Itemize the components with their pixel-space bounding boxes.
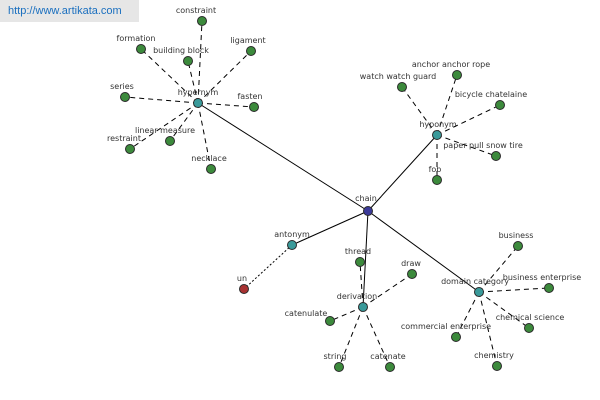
node-business[interactable]: [513, 241, 523, 251]
node-watch-watch-guard[interactable]: [397, 82, 407, 92]
edge-hypernym-fasten: [197, 102, 255, 108]
node-domain-category[interactable]: [474, 287, 484, 297]
label-catenulate[interactable]: catenulate: [285, 309, 328, 318]
label-catenate[interactable]: catenate: [370, 352, 405, 361]
edge-hypernym-constraint: [197, 20, 203, 104]
label-fob[interactable]: fob: [429, 165, 442, 174]
node-necklace[interactable]: [206, 164, 216, 174]
label-un[interactable]: un: [237, 274, 247, 283]
node-constraint[interactable]: [197, 16, 207, 26]
node-catenate[interactable]: [385, 362, 395, 372]
edge-hypernym-necklace: [197, 102, 212, 170]
edge-hyponym-paper-pull-snow-tire: [436, 134, 497, 157]
node-linear-measure[interactable]: [165, 136, 175, 146]
label-constraint[interactable]: constraint: [176, 6, 216, 15]
label-watch-watch-guard[interactable]: watch watch guard: [360, 72, 436, 81]
node-thread[interactable]: [355, 257, 365, 267]
source-url[interactable]: http://www.artikata.com: [0, 0, 139, 22]
label-linear-measure[interactable]: linear measure: [135, 126, 195, 135]
label-chemistry[interactable]: chemistry: [474, 351, 514, 360]
node-hypernym[interactable]: [193, 98, 203, 108]
label-antonym[interactable]: antonym: [274, 230, 310, 239]
label-building-block[interactable]: building block: [153, 46, 209, 55]
node-catenulate[interactable]: [325, 316, 335, 326]
node-un[interactable]: [239, 284, 249, 294]
label-necklace[interactable]: necklace: [191, 154, 227, 163]
edge-chain-derivation: [362, 210, 369, 308]
node-chemical-science[interactable]: [524, 323, 534, 333]
edge-chain-hypernym: [197, 102, 369, 212]
node-series[interactable]: [120, 92, 130, 102]
edge-chain-domain-category: [367, 210, 480, 293]
label-anchor-anchor-rope[interactable]: anchor anchor rope: [412, 60, 490, 69]
node-draw[interactable]: [407, 269, 417, 279]
node-ligament[interactable]: [246, 46, 256, 56]
edge-hypernym-series: [124, 96, 199, 104]
label-derivation[interactable]: derivation: [337, 292, 377, 301]
edge-derivation-draw: [362, 273, 413, 308]
node-anchor-anchor-rope[interactable]: [452, 70, 462, 80]
edge-derivation-catenulate: [329, 306, 364, 322]
edge-derivation-catenate: [362, 306, 391, 368]
edge-domain-category-business-enterprise: [478, 287, 550, 293]
node-building-block[interactable]: [183, 56, 193, 66]
node-business-enterprise[interactable]: [544, 283, 554, 293]
edge-hyponym-bicycle-chatelaine: [436, 104, 501, 136]
edge-hyponym-anchor-anchor-rope: [436, 74, 458, 136]
graph-labels: constraint formation building block ligamen…: [107, 6, 581, 361]
label-business-enterprise[interactable]: business enterprise: [503, 273, 582, 282]
label-chain[interactable]: chain: [355, 194, 377, 203]
node-string[interactable]: [334, 362, 344, 372]
label-fasten[interactable]: fasten: [237, 92, 262, 101]
node-chain[interactable]: [363, 206, 373, 216]
edge-chain-hyponym: [367, 134, 438, 212]
label-bicycle-chatelaine[interactable]: bicycle chatelaine: [455, 90, 527, 99]
edge-derivation-thread: [359, 261, 364, 308]
graph-edges: [124, 20, 550, 368]
label-chemical-science[interactable]: chemical science: [496, 313, 565, 322]
node-commercial-enterprise[interactable]: [451, 332, 461, 342]
label-formation[interactable]: formation: [117, 34, 156, 43]
label-string[interactable]: string: [324, 352, 347, 361]
node-paper-pull-snow-tire[interactable]: [491, 151, 501, 161]
edge-hypernym-restraint: [129, 102, 199, 150]
edge-hypernym-linear-measure: [169, 102, 199, 142]
node-derivation[interactable]: [358, 302, 368, 312]
edge-hyponym-watch-watch-guard: [401, 86, 438, 136]
node-restraint[interactable]: [125, 144, 135, 154]
node-antonym[interactable]: [287, 240, 297, 250]
node-chemistry[interactable]: [492, 361, 502, 371]
label-hypernym[interactable]: hypernym: [178, 88, 219, 97]
graph-nodes: [120, 16, 554, 372]
label-hyponym[interactable]: hyponym: [419, 120, 457, 129]
label-paper-pull-snow-tire[interactable]: paper pull snow tire: [443, 141, 523, 150]
node-formation[interactable]: [136, 44, 146, 54]
edge-hypernym-ligament: [197, 50, 252, 104]
node-fob[interactable]: [432, 175, 442, 185]
edge-hypernym-building-block: [187, 60, 199, 104]
edge-chain-antonym: [291, 210, 369, 246]
edge-domain-category-business: [478, 245, 519, 293]
label-draw[interactable]: draw: [401, 259, 421, 268]
edge-derivation-string: [338, 306, 364, 368]
label-restraint[interactable]: restraint: [107, 134, 141, 143]
label-commercial-enterprise[interactable]: commercial enterprise: [401, 322, 491, 331]
label-series[interactable]: series: [110, 82, 134, 91]
label-thread[interactable]: thread: [345, 247, 371, 256]
edge-domain-category-chemical-science: [478, 291, 530, 329]
edge-hypernym-formation: [140, 48, 199, 104]
node-fasten[interactable]: [249, 102, 259, 112]
label-ligament[interactable]: ligament: [230, 36, 265, 45]
edge-antonym-un: [243, 244, 293, 290]
node-hyponym[interactable]: [432, 130, 442, 140]
edge-domain-category-chemistry: [478, 291, 498, 367]
node-bicycle-chatelaine[interactable]: [495, 100, 505, 110]
label-business[interactable]: business: [499, 231, 534, 240]
label-domain-category[interactable]: domain category: [441, 277, 509, 286]
